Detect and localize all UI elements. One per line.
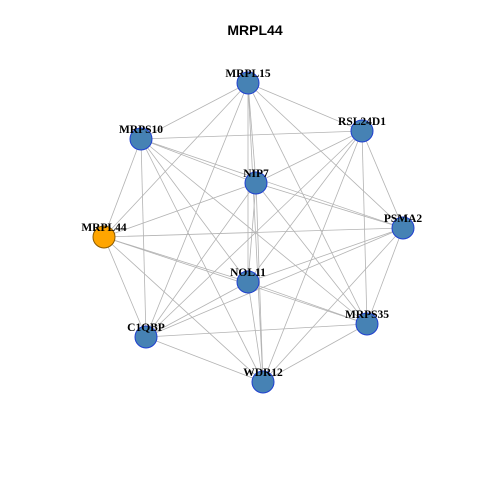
node-circle[interactable] — [251, 370, 275, 394]
node-nip7[interactable]: NIP7 — [243, 168, 269, 195]
edge-mrpl15-nip7 — [247, 82, 257, 184]
node-circle[interactable] — [129, 127, 153, 151]
edge-mrpl15-mrpl44 — [103, 82, 249, 238]
edge-rsl24d1-c1qbp — [145, 130, 363, 338]
edge-mrps35-c1qbp — [145, 323, 368, 338]
node-wdr12[interactable]: WDR12 — [243, 367, 283, 394]
node-mrps35[interactable]: MRPS35 — [345, 309, 389, 336]
edge-mrps35-wdr12 — [262, 323, 368, 383]
edge-psma2-mrps35 — [366, 227, 404, 325]
node-mrpl15[interactable]: MRPL15 — [225, 68, 271, 95]
node-label: C1QBP — [127, 322, 165, 334]
node-label: MRPL44 — [81, 222, 127, 234]
edge-mrpl15-c1qbp — [145, 82, 249, 338]
edge-nip7-mrpl44 — [103, 182, 257, 238]
edge-mrps10-mrps35 — [140, 138, 368, 325]
edge-mrps10-wdr12 — [140, 138, 264, 383]
node-label: MRPL15 — [225, 68, 271, 80]
edge-mrpl15-psma2 — [247, 82, 404, 229]
node-circle[interactable] — [350, 119, 374, 143]
edge-nol11-mrps35 — [247, 281, 368, 325]
graph-title: MRPL44 — [227, 22, 282, 38]
edge-c1qbp-wdr12 — [145, 336, 264, 383]
node-mrpl44[interactable]: MRPL44 — [81, 222, 127, 249]
edge-layer — [103, 82, 404, 383]
edge-mrps10-mrpl44 — [103, 138, 142, 238]
node-label: PSMA2 — [384, 213, 423, 225]
edge-nip7-c1qbp — [145, 182, 257, 338]
edge-mrpl44-c1qbp — [103, 236, 147, 338]
edge-rsl24d1-mrps35 — [361, 130, 368, 325]
edge-nol11-wdr12 — [247, 281, 264, 383]
node-rsl24d1[interactable]: RSL24D1 — [338, 116, 386, 143]
edge-psma2-c1qbp — [145, 227, 404, 338]
node-circle[interactable] — [236, 270, 260, 294]
node-circle[interactable] — [134, 325, 158, 349]
edge-nip7-wdr12 — [255, 182, 264, 383]
node-label: RSL24D1 — [338, 116, 386, 128]
node-label: NOL11 — [230, 267, 266, 279]
edge-mrps10-nol11 — [140, 138, 249, 283]
edge-rsl24d1-mrps10 — [140, 130, 363, 140]
edge-rsl24d1-nip7 — [255, 130, 363, 184]
edge-mrpl44-nol11 — [103, 236, 249, 283]
edge-psma2-nol11 — [247, 227, 404, 283]
edge-rsl24d1-psma2 — [361, 130, 404, 229]
node-label: MRPS35 — [345, 309, 389, 321]
edge-mrpl15-rsl24d1 — [247, 82, 363, 132]
node-nol11[interactable]: NOL11 — [230, 267, 266, 294]
edge-rsl24d1-wdr12 — [262, 130, 363, 383]
node-c1qbp[interactable]: C1QBP — [127, 322, 165, 349]
edge-mrps10-psma2 — [140, 138, 404, 229]
edge-mrpl44-mrps35 — [103, 236, 368, 325]
edge-rsl24d1-nol11 — [247, 130, 363, 283]
edge-psma2-wdr12 — [262, 227, 404, 383]
edge-mrpl15-mrps10 — [140, 82, 249, 140]
node-mrps10[interactable]: MRPS10 — [119, 124, 163, 151]
edge-mrps10-c1qbp — [140, 138, 147, 338]
node-psma2[interactable]: PSMA2 — [384, 213, 423, 240]
node-label: MRPS10 — [119, 124, 163, 136]
edge-nip7-psma2 — [255, 182, 404, 229]
node-circle[interactable] — [92, 225, 116, 249]
node-circle[interactable] — [355, 312, 379, 336]
node-circle[interactable] — [236, 71, 260, 95]
edge-mrpl44-wdr12 — [103, 236, 264, 383]
edge-nip7-mrps35 — [255, 182, 368, 325]
node-label: NIP7 — [243, 168, 269, 180]
node-circle[interactable] — [244, 171, 268, 195]
edge-nol11-c1qbp — [145, 281, 249, 338]
node-label: WDR12 — [243, 367, 283, 379]
edge-mrpl44-psma2 — [103, 227, 404, 238]
edge-mrps10-nip7 — [140, 138, 257, 184]
node-circle[interactable] — [391, 216, 415, 240]
